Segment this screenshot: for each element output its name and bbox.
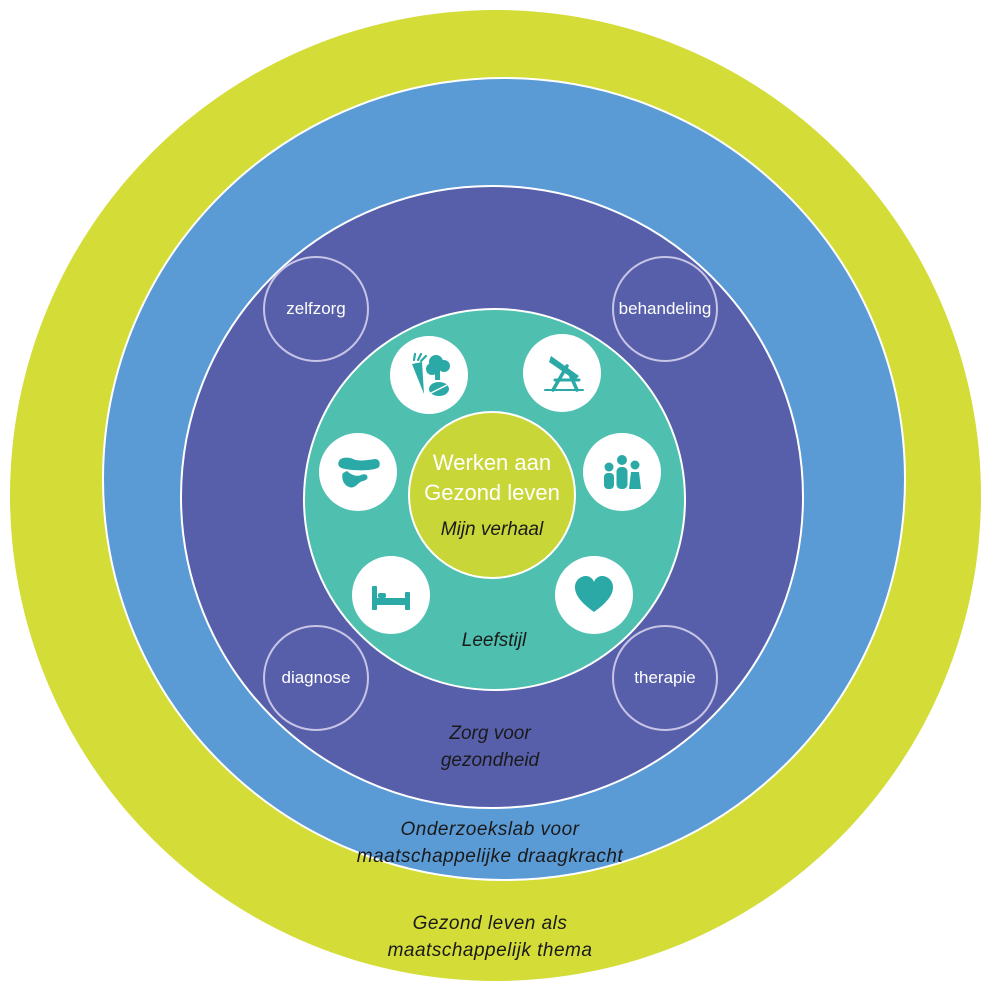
heart-icon-graphic bbox=[575, 576, 613, 612]
blue-ring-label: Onderzoekslab voor maatschappelijke draa… bbox=[290, 817, 690, 870]
center-title-line1: Werken aan bbox=[432, 450, 552, 475]
center-circle bbox=[408, 411, 576, 579]
blue-ring-label-line2: maatschappelijke draagkracht bbox=[356, 845, 624, 867]
care-item-label: behandeling bbox=[618, 299, 712, 318]
care-item-zelfzorg: zelfzorg bbox=[263, 256, 369, 362]
bed-icon bbox=[352, 556, 430, 634]
bed-icon-graphic bbox=[372, 586, 410, 610]
food-icon bbox=[390, 336, 468, 414]
shoes-icon-graphic bbox=[338, 457, 380, 488]
care-item-label: therapie bbox=[634, 668, 696, 687]
center-subtitle: Mijn verhaal bbox=[440, 519, 544, 540]
teal-ring-label: Leefstijl bbox=[461, 630, 527, 651]
heart-icon bbox=[555, 556, 633, 634]
purple-ring-label-line1: Zorg voor bbox=[449, 723, 531, 744]
care-item-label: diagnose bbox=[281, 668, 351, 687]
purple-ring-label-line2: gezondheid bbox=[440, 749, 540, 771]
care-item-diagnose: diagnose bbox=[263, 625, 369, 731]
deckchair-icon bbox=[523, 334, 601, 412]
care-item-behandeling: behandeling bbox=[612, 256, 718, 362]
care-item-therapie: therapie bbox=[612, 625, 718, 731]
outer-ring-label-line1: Gezond leven als bbox=[412, 913, 568, 934]
people-icon-graphic bbox=[604, 455, 641, 489]
center-title-line2: Gezond leven bbox=[424, 479, 560, 505]
people-icon bbox=[583, 433, 661, 511]
shoes-icon bbox=[319, 433, 397, 511]
outer-ring-label: Gezond leven als maatschappelijk thema bbox=[290, 911, 690, 964]
center-title: Werken aan Gezond leven bbox=[402, 448, 582, 507]
blue-ring-label-line1: Onderzoekslab voor bbox=[400, 819, 580, 840]
purple-ring-label: Zorg voor gezondheid bbox=[380, 721, 600, 774]
outer-ring-label-line2: maatschappelijk thema bbox=[387, 939, 593, 961]
care-item-label: zelfzorg bbox=[286, 299, 346, 318]
food-icon-graphic bbox=[412, 352, 450, 396]
deckchair-icon-graphic bbox=[544, 356, 584, 392]
